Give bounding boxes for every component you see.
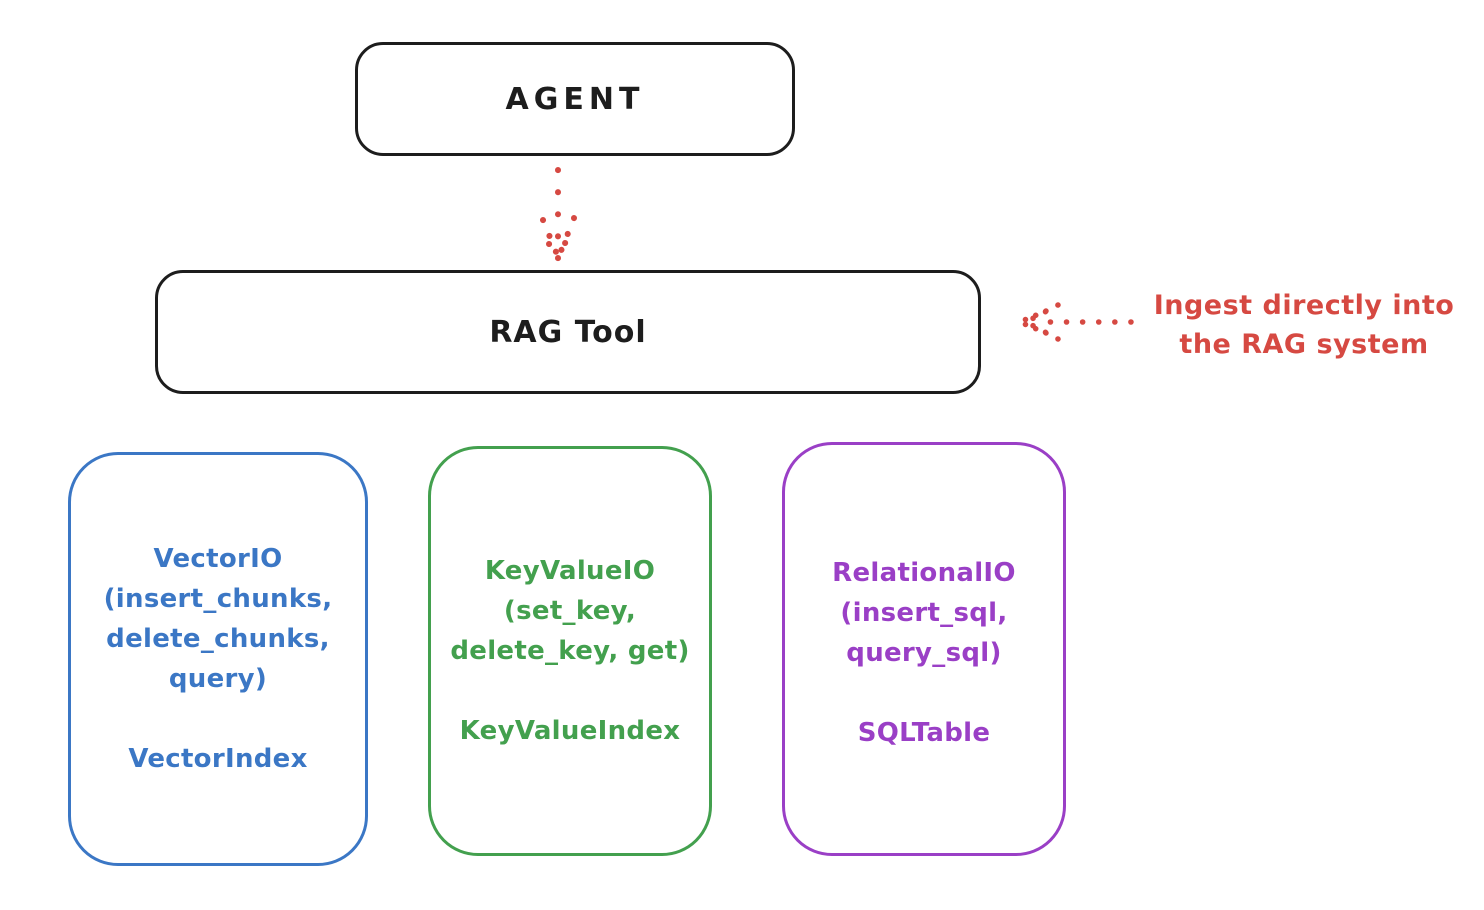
keyvalueio-methods-line1: (set_key, (503, 596, 637, 626)
ingest-annotation-line1: Ingest directly into (1153, 290, 1455, 321)
relationalio-methods-line1: (insert_sql, (840, 598, 1008, 628)
relationalio-node: RelationalIO (insert_sql, query_sql) SQL… (782, 442, 1066, 856)
relationalio-title: RelationalIO (832, 558, 1016, 588)
relationalio-methods-line2: query_sql) (846, 638, 1002, 668)
agent-to-rag-arrow-icon (540, 167, 577, 262)
ingest-annotation-line2: the RAG system (1179, 329, 1429, 360)
vectorio-methods-line1: (insert_chunks, (103, 584, 333, 614)
keyvalueio-index-label: KeyValueIndex (459, 716, 681, 746)
vectorio-methods-line2: delete_chunks, (106, 624, 330, 654)
vectorio-methods-line3: query) (168, 664, 268, 694)
keyvalueio-title: KeyValueIO (484, 556, 656, 586)
ingest-annotation: Ingest directly into the RAG system (1128, 286, 1480, 364)
vectorio-node: VectorIO (insert_chunks, delete_chunks, … (68, 452, 368, 866)
keyvalueio-methods-line2: delete_key, get) (450, 636, 690, 666)
keyvalueio-node: KeyValueIO (set_key, delete_key, get) Ke… (428, 446, 712, 856)
rag-tool-label: RAG Tool (489, 314, 647, 350)
agent-label: AGENT (505, 81, 645, 117)
vectorio-index-label: VectorIndex (128, 744, 308, 774)
agent-node: AGENT (355, 42, 795, 156)
ingest-annotation-arrow-icon (1019, 302, 1134, 342)
vectorio-title: VectorIO (153, 544, 283, 574)
relationalio-index-label: SQLTable (857, 718, 991, 748)
rag-tool-node: RAG Tool (155, 270, 981, 394)
